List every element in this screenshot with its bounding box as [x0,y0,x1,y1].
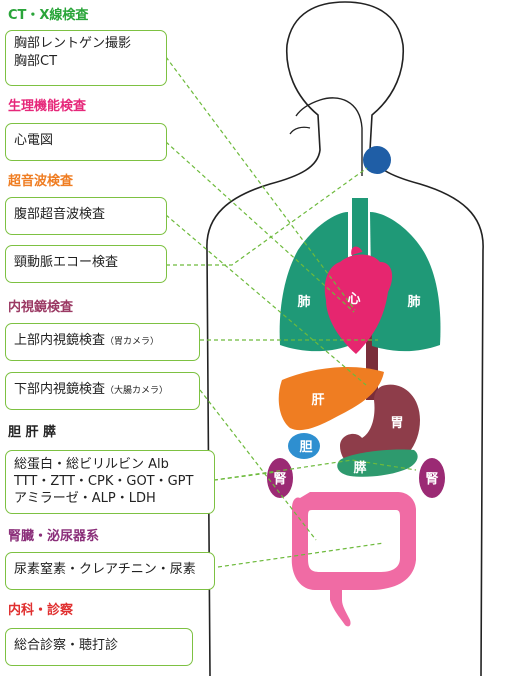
ct-box: 胸部レントゲン撮影 胸部CT [5,30,167,86]
liver-item: アミラーゼ・ALP・LDH [14,491,156,506]
internal-box: 総合診察・聴打診 [5,628,193,666]
physiology-box: 心電図 [5,123,167,161]
ct-item: 胸部CT [14,54,58,69]
kidney-item: 尿素窒素・クレアチニン・尿素 [14,562,196,577]
liver-box: 総蛋白・総ビリルビン Alb TTT・ZTT・CPK・GOT・GPT アミラーゼ… [5,450,215,514]
internal-item: 総合診察・聴打診 [14,638,119,653]
kidney-right-label: 腎 [425,472,438,487]
pancreas-label: 膵 [353,460,366,476]
physiology-section-title: 生理機能検査 [8,99,87,114]
endoscopy-upper-box: 上部内視鏡検査（胃カメラ） [5,323,200,361]
liver-section-title: 胆 肝 膵 [8,425,57,440]
physiology-item: 心電図 [14,133,54,148]
liver-label: 肝 [311,393,324,408]
aorta [351,246,363,256]
lung-right-label: 肺 [407,294,420,310]
ultrasound-box-2: 頸動脈エコー検査 [5,245,167,283]
ultrasound-item: 腹部超音波検査 [14,207,106,222]
stomach-label: 胃 [390,416,403,431]
endoscopy-upper-note: （胃カメラ） [105,337,160,347]
lung-left-label: 肺 [297,294,310,310]
liver-shape [278,366,384,431]
kidney-left-label: 腎 [273,472,286,487]
ct-item: 胸部レントゲン撮影 [14,36,132,51]
kidney-box: 尿素窒素・クレアチニン・尿素 [5,552,215,590]
body-outline [206,1,484,676]
thyroid [363,146,391,174]
leader-lines [165,56,417,568]
ct-section-title: CT・X線検査 [8,8,89,23]
airway-outline [295,97,363,176]
internal-section-title: 内科・診察 [8,603,74,618]
ultrasound-box-1: 腹部超音波検査 [5,197,167,235]
ultrasound-section-title: 超音波検査 [8,174,74,189]
heart-label: 心 [347,292,360,307]
pancreas-shape [337,449,418,477]
liver-item: TTT・ZTT・CPK・GOT・GPT [14,474,194,489]
kidney-left-shape [267,458,293,498]
trachea [352,198,368,258]
endoscopy-upper-label: 上部内視鏡検査 [14,333,106,348]
kidney-section-title: 腎臓・泌尿器系 [8,529,100,544]
gallbladder-shape [288,433,320,459]
endoscopy-lower-note: （大腸カメラ） [105,386,169,396]
kidney-right-shape [419,458,445,498]
endoscopy-lower-label: 下部内視鏡検査 [14,382,106,397]
lung-right-shape [370,212,441,352]
intestine-shape [291,492,416,627]
ultrasound-item: 頸動脈エコー検査 [14,255,119,270]
heart-shape [324,254,393,354]
endoscopy-lower-box: 下部内視鏡検査（大腸カメラ） [5,372,200,410]
liver-item: 総蛋白・総ビリルビン Alb [14,457,169,472]
gallbladder-label: 胆 [299,440,312,455]
endoscopy-section-title: 内視鏡検査 [8,300,74,315]
mouth-outline [289,126,311,135]
